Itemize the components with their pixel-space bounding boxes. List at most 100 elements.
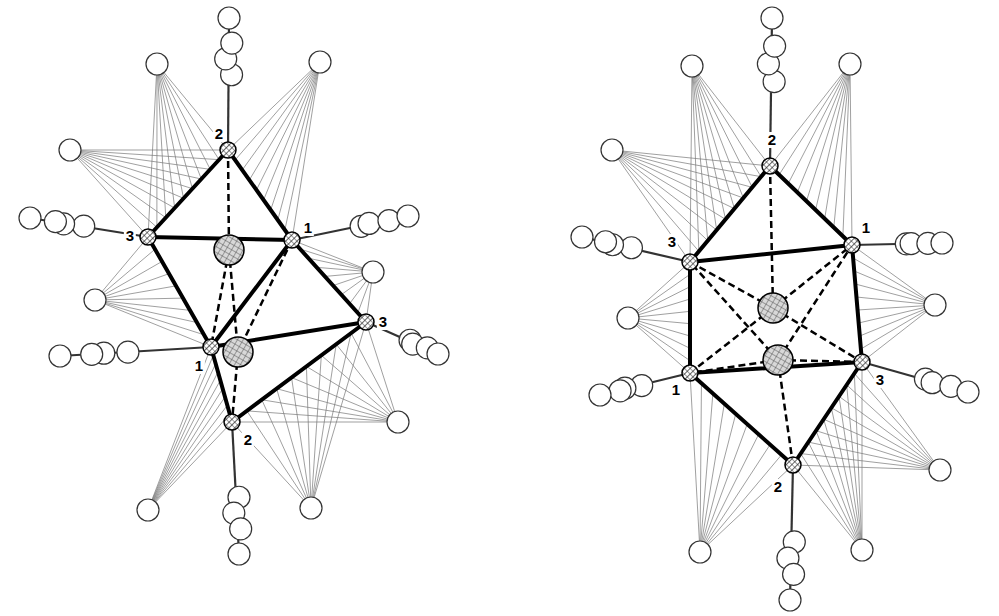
- bridge-fan: [850, 64, 852, 245]
- ligand-atom: [309, 51, 331, 73]
- bridge-fan: [157, 64, 201, 179]
- atom-number: 3: [666, 234, 678, 250]
- metal-atom: [203, 339, 219, 355]
- metal-atom: [854, 354, 870, 370]
- ligand-atom: [931, 232, 953, 254]
- bridge-fan: [70, 150, 166, 218]
- metal-bond: [228, 150, 292, 240]
- metal-atom: [844, 237, 860, 253]
- ligand-atom: [221, 32, 243, 54]
- bridge-fan: [628, 262, 690, 318]
- bridge-fan: [277, 389, 398, 422]
- metal-bond: [852, 245, 862, 362]
- bridge-fan: [862, 305, 935, 362]
- ligand-atom: [362, 261, 384, 283]
- ligand-atom: [620, 237, 642, 259]
- bridge-fan: [700, 383, 701, 552]
- ligand-atom: [59, 139, 81, 161]
- atom-number: 2: [772, 479, 784, 495]
- atom-number: 2: [213, 126, 225, 142]
- bridge-fan: [612, 150, 743, 198]
- atom-number: 3: [124, 228, 136, 244]
- bridge-fan: [264, 62, 320, 200]
- bridge-fan: [95, 249, 155, 300]
- bridge-fan: [157, 64, 210, 169]
- ligand-atom: [783, 563, 805, 585]
- ligand-atom: [73, 215, 95, 237]
- metal-bond: [232, 322, 366, 422]
- metal-atom: [358, 314, 374, 330]
- ligand-atom: [601, 139, 623, 161]
- central-atom: [214, 235, 244, 265]
- metal-bond: [292, 240, 366, 322]
- bridge-fan: [855, 284, 935, 305]
- bridge-fan: [700, 393, 713, 552]
- dashed-bond: [770, 166, 773, 308]
- bridge-fan: [292, 62, 320, 240]
- metal-bond: [793, 362, 862, 465]
- bridge-fan: [70, 150, 192, 189]
- bridge-fan: [70, 150, 175, 208]
- bridge-fan: [249, 62, 320, 180]
- bridge-fan: [700, 434, 759, 552]
- metal-bond: [148, 237, 211, 347]
- ligand-atom: [358, 212, 380, 234]
- metal-atom: [220, 142, 236, 158]
- atom-number: 3: [874, 372, 886, 388]
- bridge-fan: [854, 271, 935, 305]
- ligand-atom: [609, 380, 631, 402]
- ligand-atom: [300, 497, 322, 519]
- bridge-fan: [148, 397, 225, 510]
- bridge-fan: [700, 465, 793, 552]
- bridge-fan: [808, 442, 940, 470]
- bridge-fan: [797, 64, 850, 192]
- ligand-atom: [218, 7, 240, 29]
- ligand-atom: [957, 381, 979, 403]
- metal-atom: [284, 232, 300, 248]
- bridge-fan: [306, 366, 311, 508]
- bridge-fan: [321, 355, 398, 422]
- ligand-atom: [387, 411, 409, 433]
- bridge-fan: [816, 431, 940, 470]
- bridge-fan: [95, 300, 197, 323]
- bridge-fan: [612, 150, 699, 251]
- bridge-fan: [95, 298, 183, 300]
- bridge-fan: [825, 64, 850, 219]
- bridge-fan: [292, 378, 398, 422]
- atom-number: 1: [860, 220, 872, 236]
- bridge-fan: [95, 300, 190, 310]
- bridge-fan: [834, 64, 850, 227]
- bridge-fan: [242, 62, 320, 170]
- ligand-atom: [49, 345, 71, 367]
- bridge-fan: [854, 373, 862, 550]
- ligand-atom: [19, 207, 41, 229]
- bridge-fan: [862, 362, 863, 550]
- metal-bond: [690, 245, 852, 262]
- bridge-fan: [247, 411, 311, 508]
- metal-bond: [690, 373, 793, 465]
- bridge-fan: [779, 64, 850, 175]
- bridge-fan: [70, 150, 148, 237]
- central-atom: [223, 337, 253, 367]
- bridge-fan: [232, 422, 398, 423]
- bridge-fan: [612, 150, 726, 219]
- bridge-fan: [157, 64, 175, 208]
- bridge-fan: [311, 322, 366, 508]
- atom-number: 1: [670, 382, 682, 398]
- bridge-fan: [852, 245, 935, 305]
- metal-bond: [770, 166, 852, 245]
- bridge-fan: [306, 366, 398, 422]
- bridge-fan: [612, 150, 708, 241]
- bridge-fan: [839, 396, 940, 470]
- ligand-atom: [84, 289, 106, 311]
- bridge-fan: [336, 344, 398, 422]
- bridge-fan: [70, 150, 228, 151]
- ligand-atom: [617, 307, 639, 329]
- metal-atom: [682, 254, 698, 270]
- atom-number: 1: [193, 358, 205, 374]
- bridge-fan: [70, 150, 201, 179]
- bridge-fan: [700, 424, 747, 552]
- bridge-fan: [692, 66, 761, 177]
- ligand-atom: [689, 541, 711, 563]
